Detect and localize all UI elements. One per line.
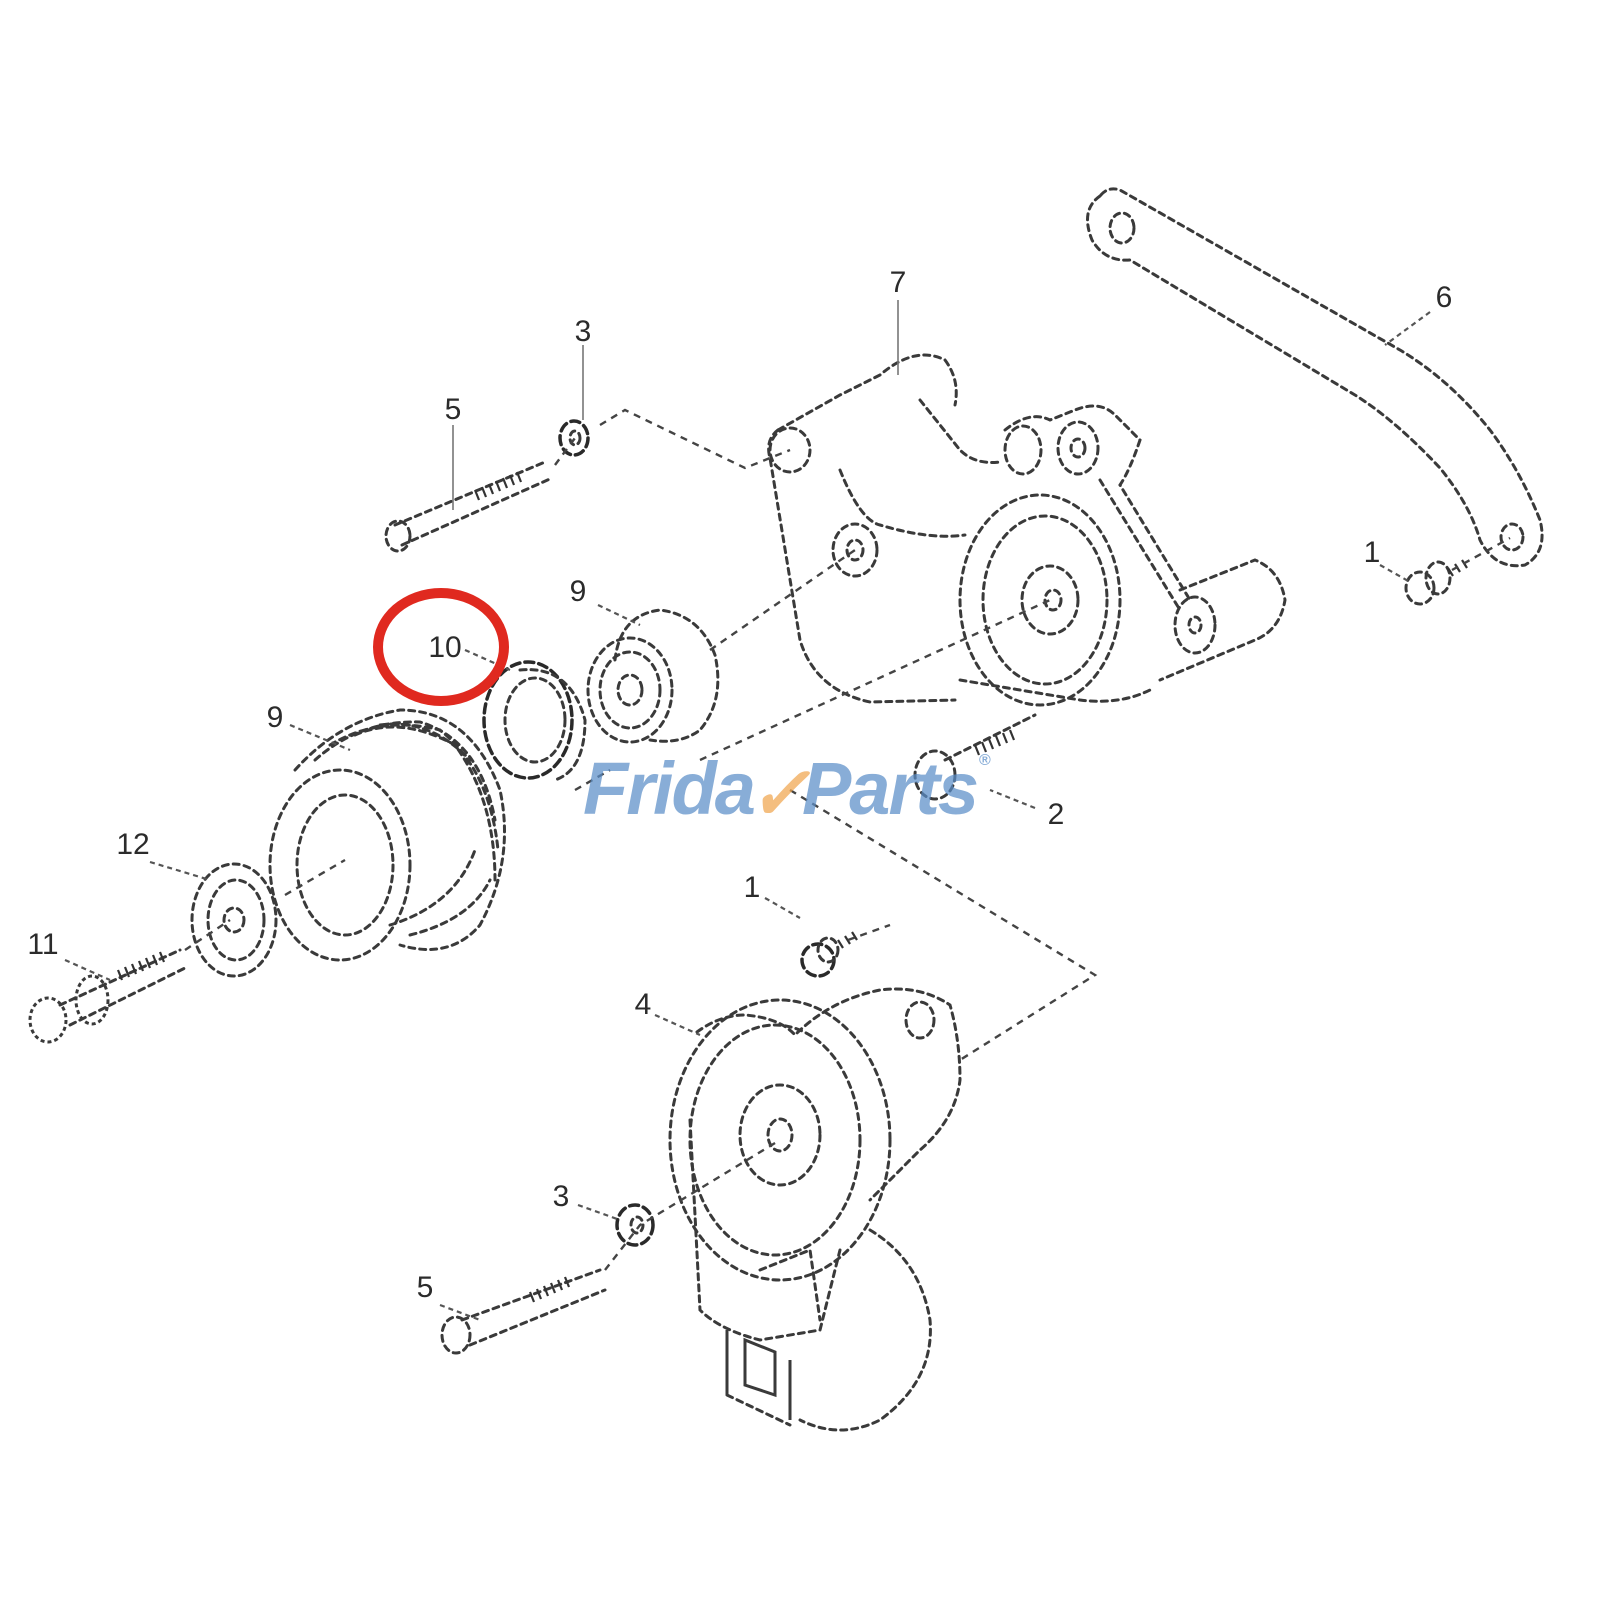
part-5-upper-bolt — [384, 460, 554, 553]
part-7-bracket — [767, 353, 1002, 704]
callout-grooved-pulley: 9 — [266, 701, 284, 734]
callout-lower-washer: 3 — [552, 1180, 570, 1213]
callout-lower-bolt: 1 — [743, 871, 761, 904]
callout-upper-bolt: 5 — [444, 393, 462, 426]
part-3-upper-washer — [558, 419, 590, 457]
callout-leaders — [64, 300, 1431, 1322]
callout-lower-long-bolt: 5 — [416, 1271, 434, 1304]
part-5-lower-bolt — [440, 1268, 607, 1355]
callout-dust-cover-washer: 12 — [116, 828, 150, 861]
callout-upper-idler-pulley: 9 — [569, 575, 587, 608]
part-1-right-bolt — [1404, 559, 1468, 606]
part-2-stud-bolt — [913, 713, 1037, 801]
part-3-lower-washer — [615, 1203, 655, 1247]
part-12-washer — [190, 862, 278, 978]
callout-right-bolt: 1 — [1363, 536, 1381, 569]
assembly-axis-lines — [184, 408, 1511, 1271]
part-9-upper-idler-pulley — [586, 608, 720, 744]
callout-pulley-bolt: 11 — [27, 928, 59, 961]
highlight-ring-item-10 — [373, 588, 509, 706]
part-9-lower-grooved-pulley — [268, 708, 506, 962]
callout-6-label-7: 7 — [889, 266, 907, 299]
callout-upper-washer: 3 — [574, 315, 592, 348]
part-10-bearing — [482, 660, 587, 782]
callout-stud-bolt: 2 — [1047, 798, 1065, 831]
callout-tensioner-arm: 6 — [1435, 281, 1453, 314]
callout-tensioner-body: 4 — [634, 988, 652, 1021]
part-4-tensioner-body — [668, 987, 962, 1432]
part-1-lower-bolt — [800, 931, 858, 978]
part-11-pulley-bolt — [28, 948, 187, 1044]
part-tensioner-pivot — [958, 404, 1287, 707]
part-6-tensioner-arm — [1086, 187, 1544, 568]
